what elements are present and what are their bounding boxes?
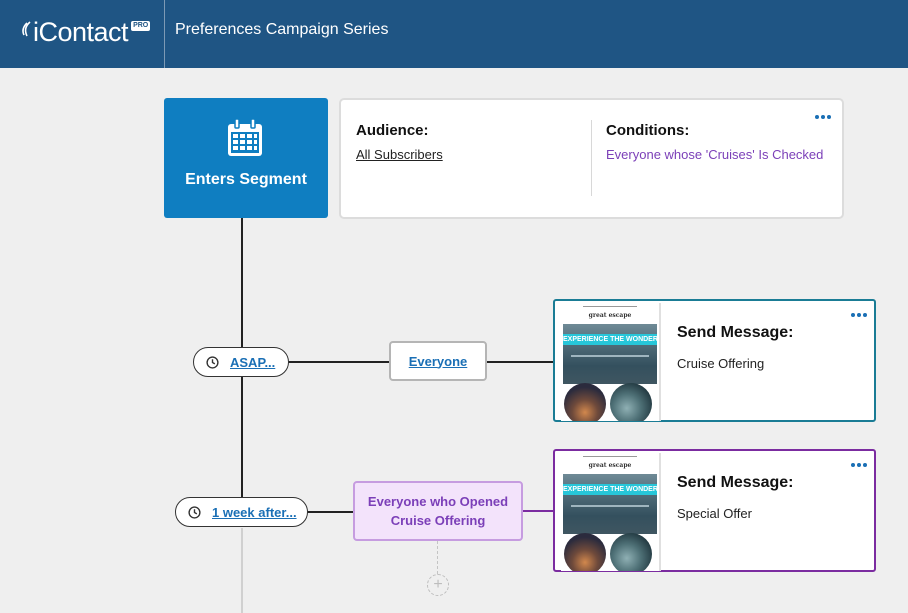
clock-icon (206, 355, 219, 369)
segment-filter-everyone[interactable]: Everyone (389, 341, 487, 381)
thumbnail-title: great escape (588, 312, 632, 319)
thumbnail-photo-lake (610, 383, 652, 421)
thumbnail-title: great escape (588, 462, 632, 469)
thumbnail-divider (659, 453, 661, 571)
conditions-section: Conditions: Everyone whose 'Cruises' Is … (606, 122, 823, 162)
conditions-value: Everyone whose 'Cruises' Is Checked (606, 147, 824, 162)
email-thumbnail: great escape EXPERIENCE THE WONDER (561, 453, 659, 571)
email-thumbnail: great escape EXPERIENCE THE WONDER (561, 303, 659, 421)
segment-label: Everyone who Opened Cruise Offering (367, 494, 509, 528)
conditions-heading: Conditions: (606, 122, 690, 139)
app-header: iContact PRO Preferences Campaign Series (0, 0, 908, 68)
connector-row2-right (523, 510, 553, 512)
thumbnail-photo-sunset (564, 533, 606, 571)
delay-pill-1-week-after[interactable]: 1 week after... (175, 497, 308, 527)
message-more-options-icon[interactable] (851, 463, 867, 467)
message-heading: Send Message: (677, 324, 794, 341)
add-step-button[interactable]: + (427, 574, 449, 596)
audience-conditions-card: Audience: All Subscribers Conditions: Ev… (339, 98, 844, 219)
thumbnail-photo-sunset (564, 383, 606, 421)
delay-label: 1 week after... (212, 504, 297, 520)
clock-icon (188, 505, 201, 519)
enters-segment-trigger[interactable]: Enters Segment (164, 98, 328, 218)
thumbnail-topline (583, 306, 637, 307)
pro-badge: PRO (131, 21, 151, 31)
send-message-card-cruise-offering[interactable]: great escape EXPERIENCE THE WONDER Send … (553, 299, 876, 422)
logo-text: iContact (33, 17, 129, 47)
audience-section: Audience: All Subscribers (356, 122, 443, 162)
audience-link[interactable]: All Subscribers (356, 147, 443, 162)
connector-main-vertical-tail (241, 528, 243, 613)
message-name: Special Offer (677, 506, 752, 521)
delay-label: ASAP... (230, 354, 276, 370)
audience-more-options-icon[interactable] (815, 115, 831, 119)
thumbnail-banner: EXPERIENCE THE WONDER (563, 484, 657, 495)
icontact-logo[interactable]: iContact PRO (20, 14, 151, 50)
enters-segment-label: Enters Segment (185, 171, 307, 188)
calendar-icon (228, 118, 262, 156)
thumbnail-hero-image (563, 474, 657, 534)
message-heading: Send Message: (677, 474, 794, 491)
header-divider (164, 0, 165, 68)
signal-waves-icon (22, 21, 31, 37)
thumbnail-photo-lake (610, 533, 652, 571)
audience-divider (591, 120, 592, 196)
message-more-options-icon[interactable] (851, 313, 867, 317)
thumbnail-wave (571, 355, 649, 357)
audience-heading: Audience: (356, 122, 429, 139)
thumbnail-wave (571, 505, 649, 507)
thumbnail-divider (659, 303, 661, 421)
segment-label: Everyone (408, 353, 468, 369)
connector-row2-left (307, 511, 353, 513)
message-name: Cruise Offering (677, 356, 765, 371)
delay-pill-asap[interactable]: ASAP... (193, 347, 289, 377)
segment-filter-opened-cruise-offering[interactable]: Everyone who Opened Cruise Offering (353, 481, 523, 541)
thumbnail-banner: EXPERIENCE THE WONDER (563, 334, 657, 345)
send-message-card-special-offer[interactable]: great escape EXPERIENCE THE WONDER Send … (553, 449, 876, 572)
connector-add-dashed (437, 541, 438, 574)
thumbnail-topline (583, 456, 637, 457)
page-title: Preferences Campaign Series (175, 21, 389, 38)
thumbnail-hero-image (563, 324, 657, 384)
